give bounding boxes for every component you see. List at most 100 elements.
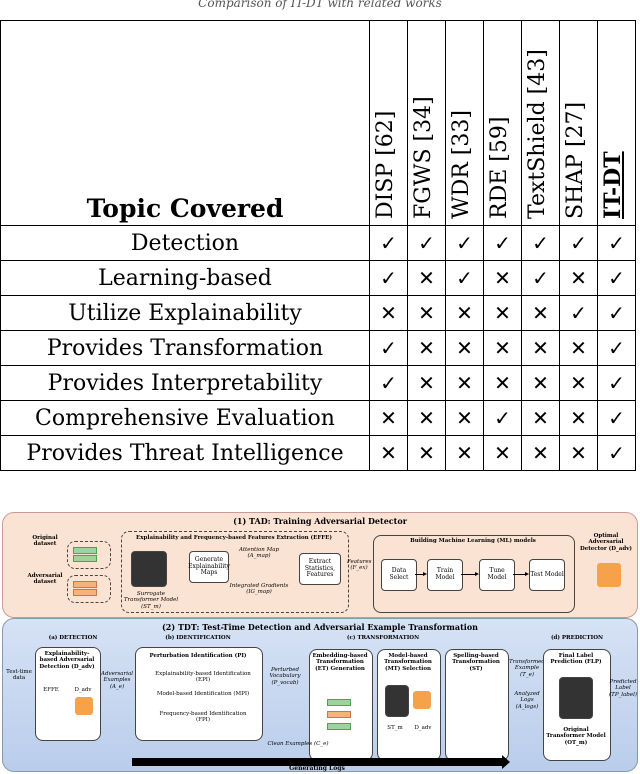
- tdt-section: (2) TDT: Test-Time Detection and Adversa…: [2, 618, 638, 772]
- flow-arrow: [513, 572, 529, 576]
- prediction-title: (d) PREDICTION: [550, 635, 604, 641]
- table-row: Comprehensive Evaluation✕✕✕✓✕✕✓: [0, 400, 636, 436]
- analyzed-logs-label: Analyzed Logs (A_logs): [514, 691, 540, 710]
- ml-models-box: [373, 535, 575, 613]
- adversarial-data-bar: [73, 581, 97, 588]
- table-row: Detection✓✓✓✓✓✓✓: [0, 225, 636, 261]
- check-icon: ✓: [597, 295, 636, 331]
- table-row: Provides Threat Intelligence✕✕✕✕✕✕✓: [0, 435, 636, 471]
- embedding-bar: [327, 699, 351, 706]
- cross-icon: ✕: [559, 435, 598, 471]
- detector-icon: [413, 691, 431, 709]
- method-name: RDE [59]: [487, 116, 512, 219]
- detector-icon: [75, 697, 93, 715]
- dadv-label: D_adv: [414, 725, 432, 731]
- tune-model-box: Tune Model: [479, 559, 515, 591]
- original-data-bar: [73, 555, 97, 562]
- method-header: DISP [62]: [369, 20, 408, 226]
- method-name: WDR [33]: [449, 110, 474, 219]
- effe-box: [121, 531, 349, 613]
- fpi-label: Frequency-based Identification (FPI): [159, 711, 247, 724]
- table-row: Provides Transformation✓✕✕✕✕✕✓: [0, 330, 636, 366]
- cross-icon: ✕: [445, 330, 484, 366]
- topic-header: Topic Covered: [0, 20, 370, 226]
- topic-cell: Learning-based: [0, 260, 370, 296]
- original-model-label: Original Transformer Model (OT_m): [546, 727, 606, 746]
- extract-stats-box: Extract Statistics, Features: [299, 553, 341, 585]
- surrogate-model-icon: [385, 685, 409, 717]
- topic-cell: Detection: [0, 225, 370, 261]
- effe-title: Explainability and Frequency-based Featu…: [136, 535, 332, 541]
- stm-label: ST_m: [387, 725, 403, 731]
- original-dataset-label: Original dataset: [32, 535, 58, 548]
- generating-logs-label: Generating Logs: [289, 765, 345, 772]
- cross-icon: ✕: [407, 400, 446, 436]
- tad-section: (1) TAD: Training Adversarial Detector O…: [2, 512, 638, 618]
- epi-label: Explainability-based Identification (EPI…: [155, 671, 251, 684]
- cross-icon: ✕: [369, 435, 408, 471]
- tdt-title: (2) TDT: Test-Time Detection and Adversa…: [162, 622, 478, 632]
- table-row: Learning-based✓✕✓✕✓✕✓: [0, 260, 636, 296]
- original-model-icon: [559, 677, 593, 719]
- detection-title: (a) DETECTION: [48, 635, 98, 641]
- method-header: IT-DT: [597, 20, 636, 226]
- cross-icon: ✕: [521, 435, 560, 471]
- detection-box: [35, 647, 101, 741]
- cross-icon: ✕: [369, 295, 408, 331]
- check-icon: ✓: [597, 400, 636, 436]
- table-body: Detection✓✓✓✓✓✓✓Learning-based✓✕✓✕✓✕✓Uti…: [0, 225, 636, 471]
- et-title: Embedding-based Transformation (ET) Gene…: [312, 653, 368, 672]
- check-icon: ✓: [521, 260, 560, 296]
- cross-icon: ✕: [521, 365, 560, 401]
- cross-icon: ✕: [559, 330, 598, 366]
- check-icon: ✓: [445, 225, 484, 261]
- flow-arrow: [461, 572, 479, 576]
- topic-cell: Provides Threat Intelligence: [0, 435, 370, 471]
- check-icon: ✓: [597, 435, 636, 471]
- method-name: DISP [62]: [373, 110, 398, 219]
- check-icon: ✓: [483, 400, 522, 436]
- cross-icon: ✕: [521, 330, 560, 366]
- ead-label: Explainability-based Adversarial Detecti…: [39, 651, 95, 670]
- method-header: WDR [33]: [445, 20, 484, 226]
- train-model-box: Train Model: [427, 559, 463, 591]
- ml-title: Building Machine Learning (ML) models: [410, 538, 536, 544]
- check-icon: ✓: [597, 225, 636, 261]
- check-icon: ✓: [597, 365, 636, 401]
- transformation-title: (c) TRANSFORMATION: [346, 635, 420, 641]
- table-row: Provides Interpretability✓✕✕✕✕✕✓: [0, 365, 636, 401]
- framework-diagram: (1) TAD: Training Adversarial Detector O…: [2, 508, 638, 772]
- method-header: RDE [59]: [483, 20, 522, 226]
- check-icon: ✓: [559, 225, 598, 261]
- generating-logs-arrow: [132, 755, 510, 769]
- cross-icon: ✕: [445, 435, 484, 471]
- attention-map-label: Attention Map (A_map): [238, 547, 280, 560]
- comparison-table: Topic Covered DISP [62] FGWS [34]WDR [33]…: [0, 20, 636, 471]
- adversarial-dataset-label: Adversarial dataset: [27, 573, 63, 586]
- cross-icon: ✕: [521, 295, 560, 331]
- method-name: TextShield [43]: [525, 49, 550, 219]
- cross-icon: ✕: [407, 295, 446, 331]
- identification-title: (b) IDENTIFICATION: [165, 635, 231, 641]
- flp-title: Final Label Prediction (FLP): [550, 653, 602, 666]
- cross-icon: ✕: [407, 435, 446, 471]
- check-icon: ✓: [369, 260, 408, 296]
- topic-cell: Provides Interpretability: [0, 365, 370, 401]
- check-icon: ✓: [597, 330, 636, 366]
- check-icon: ✓: [407, 225, 446, 261]
- test-time-data-label: Test-time data: [6, 669, 32, 682]
- adv-examples-label: Adversarial Examples (A_e): [100, 671, 133, 690]
- perturbed-vocab-label: Perturbed Vocabulary (P_vocab): [269, 667, 301, 686]
- original-dataset-box: [67, 541, 111, 569]
- surrogate-model-icon: [131, 551, 167, 587]
- cross-icon: ✕: [483, 260, 522, 296]
- integrated-gradients-label: Integrated Gradients (IG_map): [229, 583, 289, 596]
- cross-icon: ✕: [559, 365, 598, 401]
- mt-title: Model-based Transformation (MT) Selectio…: [384, 653, 432, 672]
- method-name: IT-DT: [600, 151, 626, 219]
- method-header: FGWS [34]: [407, 20, 446, 226]
- check-icon: ✓: [521, 225, 560, 261]
- cross-icon: ✕: [483, 295, 522, 331]
- adversarial-data-bar: [73, 589, 97, 596]
- figure-caption: Comparison of IT-DT with related works: [198, 0, 442, 10]
